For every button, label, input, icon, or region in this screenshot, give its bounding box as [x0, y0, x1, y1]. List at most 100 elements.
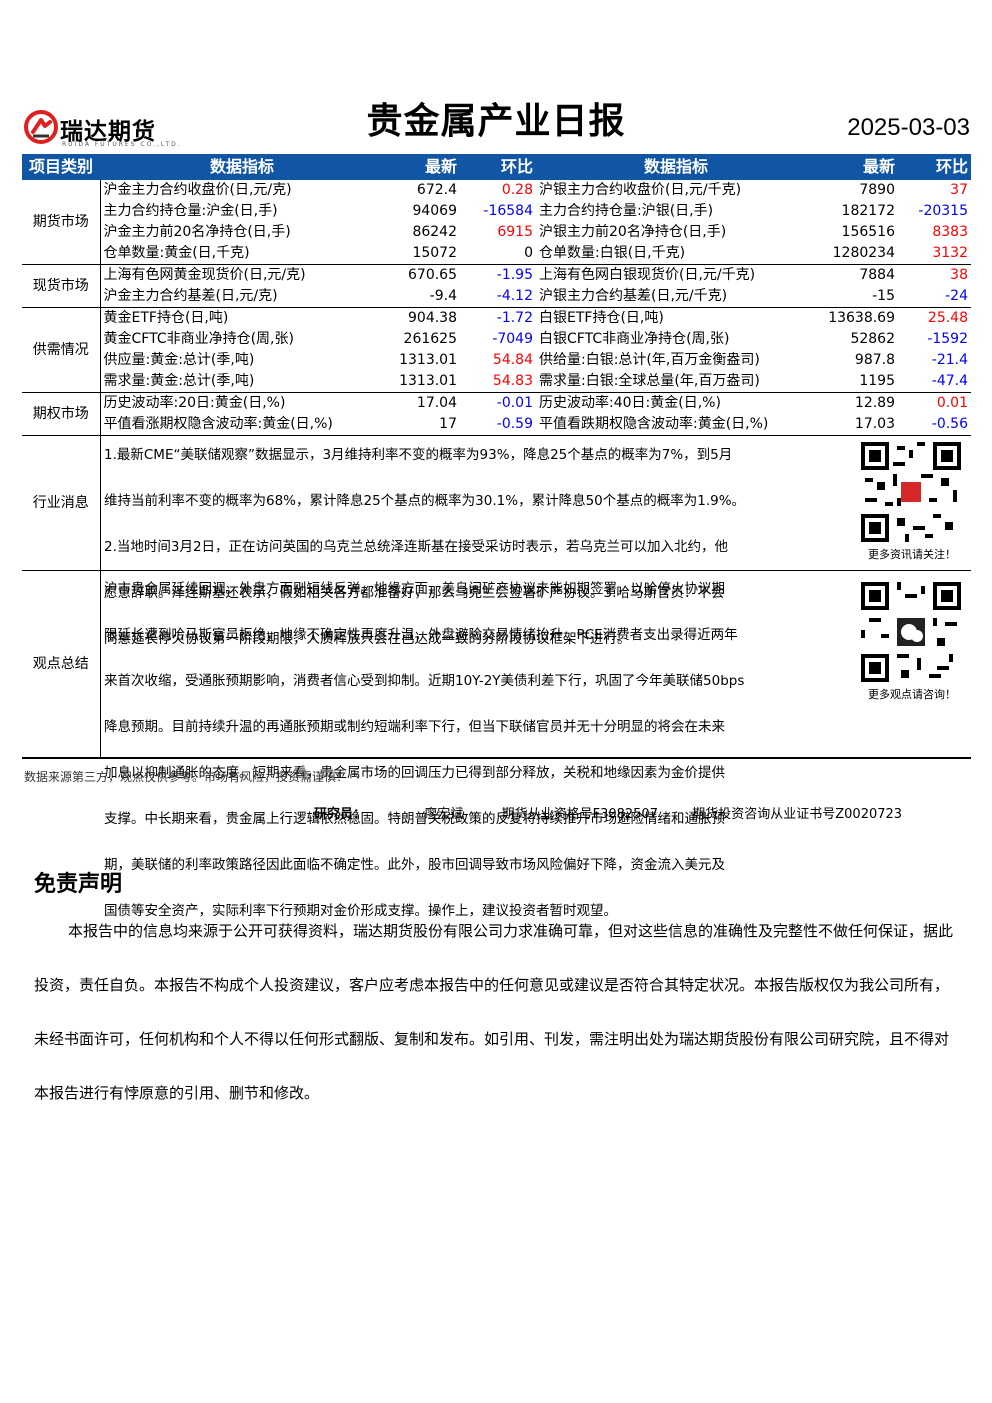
latest-value: -15 [816, 286, 898, 308]
latest-value: 1313.01 [399, 352, 457, 368]
view-line: 加息以抑制通胀的态度。短期来看，贵金属市场的回调压力已得到部分释放，关税和地缘因… [104, 765, 725, 781]
view-line: 来首次收缩，受通胀预期影响，消费者信心受到抑制。近期10Y-2Y美债利差下行，巩… [104, 673, 745, 689]
logo-mark-icon [24, 110, 58, 144]
industry-news: 1.最新CME“美联储观察”数据显示，3月维持利率不变的概率为93%，降息25个… [104, 444, 824, 674]
indicator-name: 主力合约持仓量:沪银(日,手) [539, 203, 714, 219]
category-cell: 期货市场 [22, 180, 101, 265]
header-latest: 最新 [384, 154, 460, 180]
change-value: 3132 [898, 243, 971, 265]
indicator-name: 历史波动率:20日:黄金(日,%) [103, 395, 286, 411]
latest-value: 1195 [816, 371, 898, 393]
indicator-name: 黄金CFTC非商业净持仓(周,张) [103, 331, 294, 347]
change-value: -4.12 [460, 286, 536, 308]
indicator-name: 平值看涨期权隐含波动率:黄金(日,%) [100, 414, 384, 436]
news-label: 行业消息 [22, 435, 101, 571]
qr-view-caption: 更多观点请咨询！ [868, 688, 956, 701]
analyst-license-2: 期货投资咨询从业证书号Z0020723 [692, 807, 903, 822]
latest-value: 12.89 [854, 395, 895, 411]
indicator-name: 白银ETF持仓(日,吨) [539, 310, 664, 326]
latest-value: 182172 [841, 203, 895, 219]
table-row: 沪金主力前20名净持仓(日,手) 86242 6915 沪银主力前20名净持仓(日,手… [22, 222, 971, 243]
view-line: 支撑。中长期来看，贵金属上行逻辑依然稳固。特朗普关税政策的反复将持续推升市场避险… [104, 811, 725, 827]
change-value: -16584 [483, 203, 533, 219]
category-cell: 供需情况 [22, 307, 101, 393]
header-latest-2: 最新 [816, 154, 898, 180]
view-line: 沪市贵金属延续回调。外盘方面则短线反弹。地缘方面，美乌间矿产协议未能如期签署，以… [104, 581, 725, 597]
header-category: 项目类别 [22, 154, 100, 180]
change-value: 0 [460, 243, 536, 265]
view-row: 观点总结 [22, 570, 971, 759]
qr-news[interactable]: 更多资讯请关注！ [857, 442, 967, 562]
news-line: 维持当前利率不变的概率为68%，累计降息25个基点的概率为30.1%，累计降息5… [104, 493, 746, 509]
view-summary: 沪市贵金属延续回调。外盘方面则短线反弹。地缘方面，美乌间矿产协议未能如期签署，以… [104, 578, 824, 946]
indicator-name: 沪银主力合约收盘价(日,元/千克) [539, 182, 742, 198]
indicator-name: 沪银主力前20名净持仓(日,手) [539, 224, 727, 240]
header-change: 环比 [460, 154, 536, 180]
indicator-name: 需求量:黄金:总计(季,吨) [100, 371, 384, 393]
qr-view[interactable]: 更多观点请咨询！ [857, 582, 967, 702]
change-value: 54.83 [460, 371, 536, 393]
disclaimer-title: 免责声明 [34, 872, 123, 897]
latest-value: 17.04 [416, 395, 457, 411]
view-content-cell [100, 570, 971, 759]
news-line: 同意延长停火协议第一阶段期限，人质释放只会在已达成一致的分阶段协议框架下进行。 [104, 631, 631, 647]
latest-value: 17 [384, 414, 460, 436]
view-line: 国债等安全资产，实际利率下行预期对金价形成支撑。操作上，建议投资者暂时观望。 [104, 903, 617, 919]
wechat-qr-code-icon[interactable] [861, 582, 961, 682]
change-value: -0.56 [898, 414, 971, 436]
latest-value: 261625 [403, 331, 457, 347]
change-value: 8383 [932, 224, 968, 240]
indicator-name: 历史波动率:40日:黄金(日,%) [539, 395, 721, 411]
indicator-name: 黄金ETF持仓(日,吨) [103, 310, 229, 326]
change-value: -7049 [492, 331, 533, 347]
change-value: -24 [898, 286, 971, 308]
latest-value: 1313.01 [384, 371, 460, 393]
indicator-name: 沪金主力合约收盘价(日,元/克) [103, 182, 292, 198]
analyst-info: 研究员： 廖宏斌 期货从业资格号F3082507 期货投资咨询从业证书号Z002… [314, 803, 902, 822]
indicator-name: 平值看跌期权隐含波动率:黄金(日,%) [536, 414, 816, 436]
change-value: -1.72 [496, 310, 533, 326]
change-value: 37 [950, 182, 968, 198]
header-indicator-2: 数据指标 [536, 154, 816, 180]
change-value: -1.95 [496, 267, 533, 283]
indicator-name: 主力合约持仓量:沪金(日,手) [103, 203, 278, 219]
change-value: 0.01 [936, 395, 968, 411]
latest-value: 13638.69 [828, 310, 895, 326]
news-line: 1.最新CME“美联储观察”数据显示，3月维持利率不变的概率为93%，降息25个… [104, 447, 733, 463]
change-value: 25.48 [927, 310, 968, 326]
report-date: 2025-03-03 [847, 114, 970, 141]
latest-value: 1280234 [816, 243, 898, 265]
qr-news-caption: 更多资讯请关注！ [868, 548, 956, 561]
latest-value: 86242 [412, 224, 457, 240]
latest-value: 156516 [841, 224, 895, 240]
news-content-cell [100, 435, 971, 571]
analyst-license-1: 期货从业资格号F3082507 [501, 807, 658, 822]
view-line: 限延长遭到哈马斯官员拒绝，地缘不确定性再度升温，外盘避险交易情绪抬升。PCE消费… [104, 627, 738, 643]
news-line: 愿意辞职。泽连斯基还表示，假如相关各方都准备好，那么乌克兰会签署矿产协议。3.哈… [104, 585, 725, 601]
table-header-row: 项目类别 数据指标 最新 环比 数据指标 最新 环比 [22, 154, 971, 180]
change-value: -0.01 [496, 395, 533, 411]
qr-code-icon[interactable] [861, 442, 961, 542]
latest-value: 94069 [412, 203, 457, 219]
table-row: 主力合约持仓量:沪金(日,手) 94069 -16584 主力合约持仓量:沪银(日,手… [22, 201, 971, 222]
indicator-name: 沪银主力合约基差(日,元/千克) [536, 286, 816, 308]
indicator-name: 沪金主力前20名净持仓(日,手) [103, 224, 291, 240]
indicator-name: 供应量:黄金:总计(季,吨) [103, 352, 255, 368]
indicator-name: 白银CFTC非商业净持仓(周,张) [539, 331, 730, 347]
disclaimer-text: 本报告中的信息均来源于公开可获得资料，瑞达期货股份有限公司力求准确可靠，但对这些… [34, 922, 954, 1102]
latest-value: 52862 [850, 331, 895, 347]
change-value: 6915 [497, 224, 533, 240]
indicator-name: 上海有色网黄金现货价(日,元/克) [103, 267, 306, 283]
category-cell: 现货市场 [22, 264, 101, 308]
latest-value: 987.8 [854, 352, 895, 368]
indicator-name: 仓单数量:白银(日,千克) [536, 243, 816, 265]
